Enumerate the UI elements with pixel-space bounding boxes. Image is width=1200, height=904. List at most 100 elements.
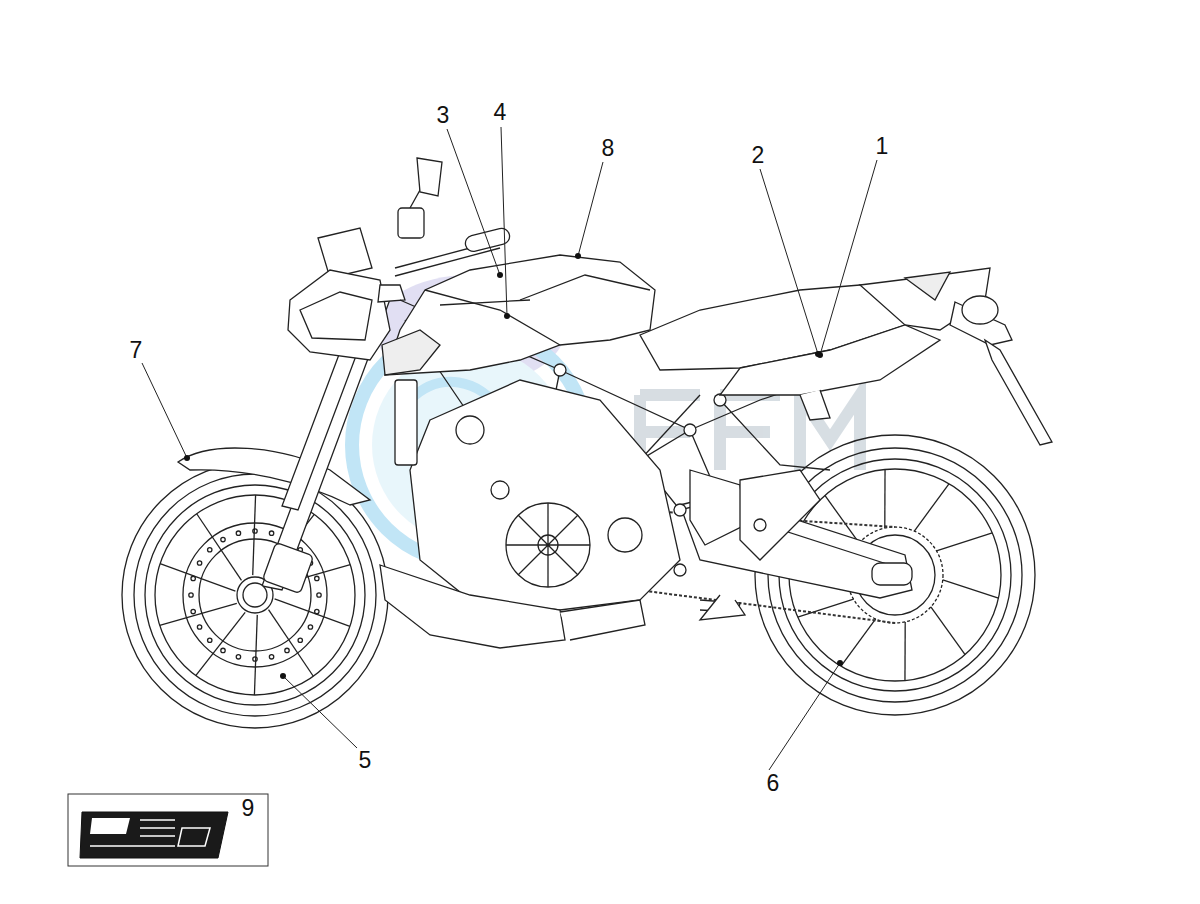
leader-lines	[820, 160, 877, 355]
decal-inset	[68, 794, 268, 866]
front-wheel	[315, 576, 319, 580]
front-wheel	[208, 548, 212, 552]
front-wheel	[254, 615, 257, 695]
rear-wheel	[884, 469, 886, 528]
leader-lines	[501, 127, 507, 316]
handlebar	[398, 208, 424, 238]
leader-dots	[504, 313, 510, 319]
engine	[456, 416, 484, 444]
front-wheel	[298, 638, 302, 642]
engine	[380, 565, 565, 648]
front-wheel	[191, 609, 195, 613]
decal-inset	[80, 812, 228, 858]
fuel-tank	[440, 300, 530, 305]
front-wheel	[221, 648, 225, 652]
front-wheel	[196, 612, 245, 675]
headlight-and-dash	[318, 228, 372, 278]
handlebar	[378, 285, 405, 302]
front-wheel	[197, 625, 201, 629]
headlight-and-dash	[300, 292, 372, 340]
frame	[714, 394, 726, 406]
footpeg-bracket	[700, 470, 820, 620]
engine	[690, 470, 745, 545]
exhaust-and-plate	[985, 340, 1052, 445]
front-wheel	[253, 529, 257, 533]
callout-number: 5	[357, 748, 374, 773]
callout-number: 2	[750, 143, 767, 168]
decal-inset	[68, 794, 268, 866]
callout-number: 3	[435, 103, 452, 128]
front-wheel	[189, 529, 321, 661]
leader-lines	[578, 162, 603, 256]
rear-wheel	[904, 622, 906, 681]
decal-inset	[90, 818, 130, 834]
decal-inset	[178, 828, 210, 846]
leader-lines	[760, 169, 818, 354]
frame	[674, 504, 686, 516]
front-wheel	[183, 523, 327, 667]
engine	[506, 503, 590, 587]
front-wheel	[269, 531, 273, 535]
fuel-tank	[382, 255, 655, 375]
exhaust-and-plate	[950, 296, 1052, 445]
rear-wheel	[841, 619, 876, 666]
rear-wheel	[931, 607, 965, 655]
front-wheel	[315, 609, 319, 613]
front-wheel	[275, 599, 350, 626]
leader-lines	[142, 127, 877, 770]
leader-dots	[837, 660, 843, 666]
front-wheel	[236, 655, 240, 659]
front-wheel	[253, 657, 257, 661]
front-wheel	[208, 638, 212, 642]
footpeg-bracket	[740, 470, 820, 560]
leader-lines	[769, 663, 840, 770]
fuel-tank	[382, 330, 440, 375]
front-wheel	[155, 495, 355, 695]
leader-dots	[575, 253, 581, 259]
front-wheel	[308, 625, 312, 629]
engine	[608, 518, 642, 552]
engine	[560, 600, 645, 640]
front-wheel	[145, 485, 365, 705]
seat-and-tail	[720, 325, 940, 395]
front-wheel	[317, 593, 321, 597]
callout-number: 7	[128, 338, 145, 363]
fuel-tank	[520, 275, 650, 300]
front-wheel	[221, 537, 225, 541]
engine	[410, 380, 680, 610]
front-wheel	[160, 603, 237, 625]
frame	[674, 564, 686, 576]
front-fender	[178, 448, 370, 505]
engine	[380, 380, 745, 648]
headlight-and-dash	[288, 228, 390, 360]
rear-wheel	[914, 484, 949, 531]
front-wheel	[191, 576, 195, 580]
front-wheel	[269, 610, 314, 677]
front-wheel	[197, 561, 201, 565]
front-wheel	[236, 531, 240, 535]
callout-number: 1	[874, 134, 891, 159]
front-fork	[243, 583, 267, 607]
leader-dots	[280, 673, 286, 679]
callout-number: 4	[492, 100, 509, 125]
swingarm	[872, 563, 912, 585]
seat-and-tail	[800, 390, 830, 420]
front-wheel	[134, 474, 376, 716]
watermark	[640, 395, 860, 470]
front-wheel	[189, 593, 193, 597]
engine	[491, 481, 509, 499]
callout-number: 8	[600, 136, 617, 161]
leader-lines	[447, 129, 500, 275]
leader-lines	[283, 676, 357, 748]
decal-inset	[90, 820, 175, 846]
callout-number: 6	[765, 771, 782, 796]
headlight-and-dash	[288, 270, 390, 360]
front-fork	[262, 542, 313, 593]
rear-wheel	[943, 580, 999, 598]
engine	[506, 503, 590, 587]
frame	[640, 395, 700, 460]
front-wheel	[197, 514, 242, 581]
front-wheel	[253, 495, 256, 575]
